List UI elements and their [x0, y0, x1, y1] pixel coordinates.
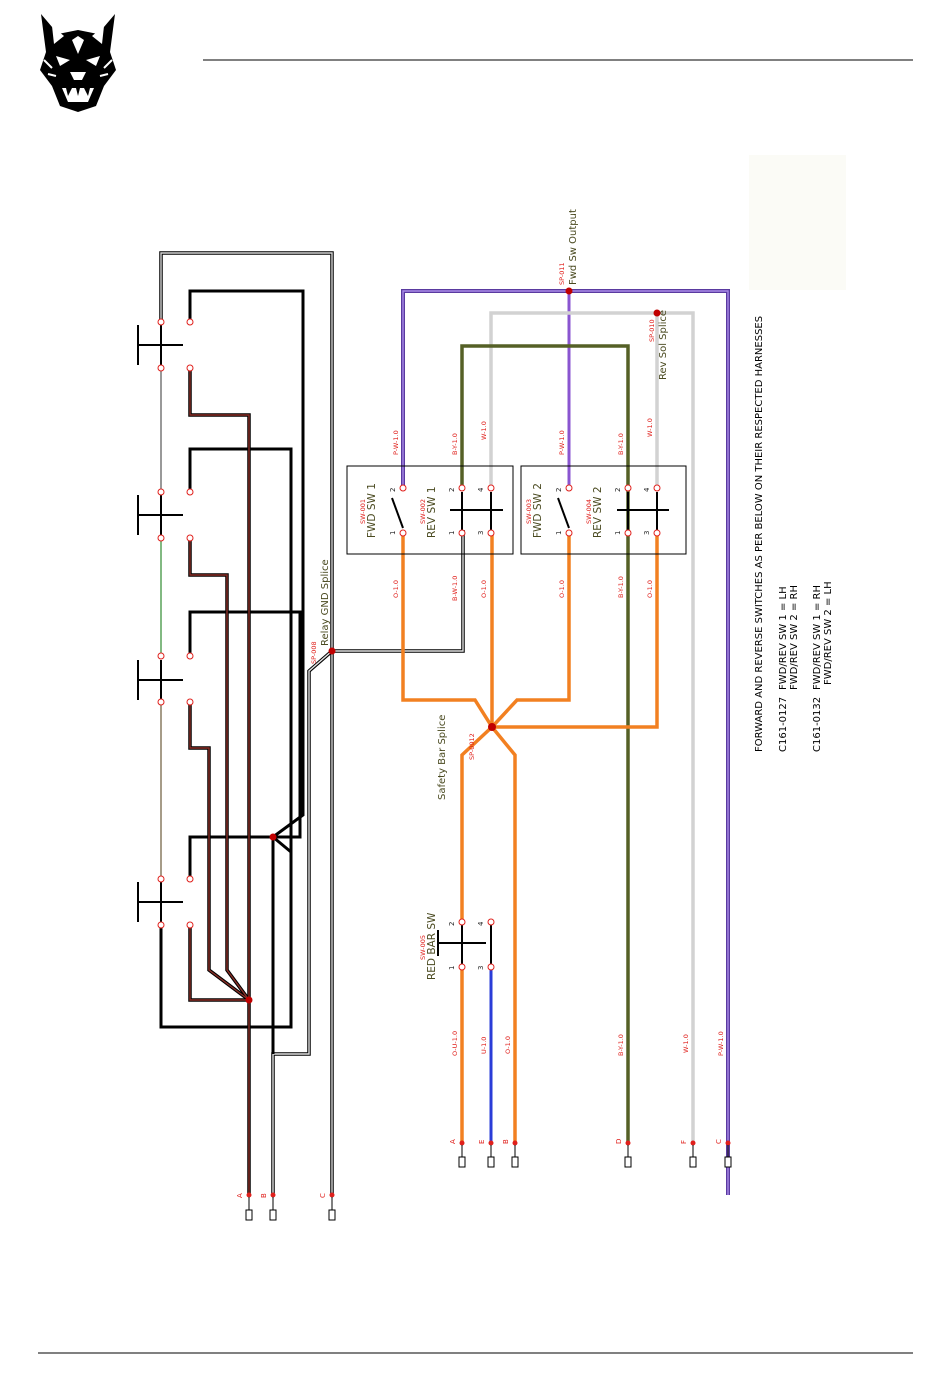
- relay-brown-wires: [188, 370, 251, 1195]
- wire-label-o: O-1.0: [504, 1036, 512, 1054]
- splice-dot: [269, 833, 277, 841]
- pin-label: 1: [614, 531, 622, 535]
- pin-label: 2: [614, 488, 622, 492]
- wire-label-w: W-1.0: [646, 418, 654, 437]
- pin-label: 4: [477, 487, 485, 492]
- splice-name-rev-sol: Rev Sol Splice: [658, 310, 669, 380]
- splice-name-safety-bar: Safety Bar Splice: [437, 715, 448, 800]
- pin-label: 3: [477, 531, 485, 535]
- pin-label: 2: [555, 488, 563, 492]
- splice-id-sp010: SP-010: [648, 319, 656, 342]
- switch-id-sw004: SW-004: [585, 499, 593, 524]
- splice-dot: [653, 309, 661, 317]
- switch-name-rev-sw-1: REV SW 1: [426, 486, 438, 538]
- pin-label: 2: [448, 922, 456, 926]
- pin-label: 3: [643, 531, 651, 535]
- pin-label: 2: [448, 488, 456, 492]
- wire-label-w: W-1.0: [682, 1034, 690, 1053]
- pin-label: 3: [477, 966, 485, 970]
- wire-label-pw: P-W-1.0: [392, 430, 400, 455]
- switch-id-sw002: SW-002: [419, 499, 427, 524]
- wire-label-o: O-1.0: [392, 580, 400, 598]
- splice-dot: [565, 287, 573, 295]
- switch-id-sw003: SW-003: [525, 499, 533, 524]
- switch-name-rev-sw-2: REV SW 2: [592, 486, 604, 538]
- connector-letter: B: [260, 1193, 268, 1198]
- wire-label-pw: P-W-1.0: [558, 430, 566, 455]
- wire-light-gray: [489, 311, 695, 1143]
- switch-pins: [399, 484, 661, 971]
- relay-black-wires: [159, 289, 305, 1054]
- connector-letter: E: [478, 1140, 486, 1144]
- wire-label-bw: B-W-1.0: [451, 576, 459, 601]
- switch-symbols: [391, 492, 669, 965]
- connector-letter: C: [319, 1193, 327, 1198]
- pin-label: 4: [477, 921, 485, 926]
- pin-label: 4: [643, 487, 651, 492]
- connector-terminals-right: [458, 1140, 732, 1168]
- splice-dot: [488, 723, 496, 731]
- pin-label: 1: [389, 531, 397, 535]
- pin-label: 1: [555, 531, 563, 535]
- wire-label-o: O-1.0: [646, 580, 654, 598]
- pin-label: 1: [448, 531, 456, 535]
- wire-label-u: U-1.0: [480, 1037, 488, 1054]
- relay-symbols: [137, 325, 183, 922]
- switch-box-1: [346, 465, 514, 555]
- splice-name-relay-gnd: Relay GND Splice: [320, 559, 331, 646]
- wire-label-by: B-Y-1.0: [617, 576, 625, 598]
- wire-label-o: O-1.0: [558, 580, 566, 598]
- wire-label-by: B-Y-1.0: [617, 433, 625, 455]
- wire-label-by: B-Y-1.0: [451, 433, 459, 455]
- wolf-head-logo: [40, 14, 116, 112]
- notes-line1-sw2: FWD/REV SW 2 = RH: [789, 585, 800, 690]
- wire-label-o: O-1.0: [480, 580, 488, 598]
- notes-line2-sw2: FWD/REV SW 2 = LH: [823, 581, 834, 685]
- connector-letter: B: [502, 1139, 510, 1144]
- notes-heading: FORWARD AND REVERSE SWITCHES AS PER BELO…: [754, 316, 765, 752]
- switch-name-fwd-sw-1: FWD SW 1: [366, 483, 378, 538]
- switch-id-sw001: SW-001: [359, 499, 367, 524]
- switch-name-red-bar-sw: RED BAR SW: [426, 912, 438, 980]
- switch-box-2: [520, 465, 687, 555]
- connector-letter: C: [715, 1139, 723, 1144]
- wire-orange: [401, 533, 659, 1143]
- notes-box: [749, 155, 846, 290]
- pin-label: 2: [389, 488, 397, 492]
- splice-name-fwd-sw-output: Fwd Sw Output: [568, 209, 579, 285]
- switch-name-fwd-sw-2: FWD SW 2: [532, 483, 544, 538]
- relay-pins: [157, 318, 194, 929]
- notes-line2-sw1: FWD/REV SW 1 = RH: [812, 585, 823, 690]
- wire-olive: [460, 344, 630, 1143]
- splice-id-sp008: SP-008: [310, 641, 318, 664]
- notes-line1-sw1: FWD/REV SW 1 = LH: [778, 586, 789, 690]
- connector-letter: A: [449, 1139, 457, 1144]
- splice-id-sp011: SP-011: [558, 262, 566, 285]
- pin-label: 1: [448, 966, 456, 970]
- connector-terminals-left: [245, 1192, 336, 1221]
- wire-label-pw: P-W-1.0: [717, 1031, 725, 1056]
- wire-label-w: W-1.0: [480, 421, 488, 440]
- splice-dot: [328, 647, 336, 655]
- notes-line2-code: C161-0132: [812, 697, 823, 752]
- wire-purple: [401, 289, 730, 1195]
- connector-letter: F: [680, 1140, 688, 1144]
- connector-letter: A: [236, 1193, 244, 1198]
- notes-line1-code: C161-0127: [778, 697, 789, 752]
- connector-letter: D: [615, 1139, 623, 1144]
- splice-id-sp0012: SP-0012: [468, 733, 476, 760]
- splice-dot: [245, 996, 253, 1004]
- wire-label-by: B-Y-1.0: [617, 1034, 625, 1056]
- switch-id-sw005: SW-005: [419, 935, 427, 960]
- wire-label-ou: O-U-1.0: [451, 1031, 459, 1056]
